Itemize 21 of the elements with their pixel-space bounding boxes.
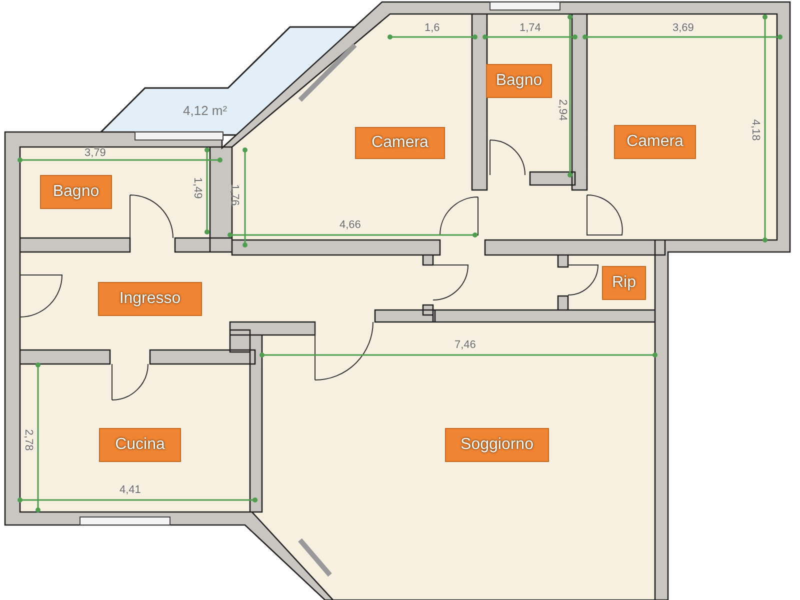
- area-label: 4,12 m²: [183, 102, 228, 118]
- dimension-label: 1,49: [191, 177, 204, 199]
- room-label: Camera: [614, 125, 696, 159]
- dimension-label: 3,79: [84, 147, 106, 159]
- room-label: Cucina: [99, 428, 181, 462]
- dimension-label: 3,69: [672, 22, 694, 34]
- dimension-label: 7,46: [454, 339, 476, 351]
- dimension-label: 2,78: [22, 429, 34, 451]
- room-label: Soggiorno: [445, 428, 549, 462]
- dimension-label: 1,74: [520, 22, 541, 34]
- room-label: Camera: [355, 127, 445, 159]
- dimension-label: 4,66: [340, 219, 361, 231]
- room-label: Bagno: [486, 64, 552, 98]
- dimension-label: 4,18: [749, 119, 762, 141]
- dimension-label: 4,41: [120, 484, 141, 496]
- dimension-label: 1,76: [228, 184, 240, 206]
- dimension-label: 2,94: [556, 99, 568, 121]
- room-label: Ingresso: [98, 282, 202, 316]
- dimension-label: 1,6: [424, 22, 440, 34]
- room-label: Bagno: [40, 175, 112, 209]
- room-label: Rip: [602, 266, 646, 300]
